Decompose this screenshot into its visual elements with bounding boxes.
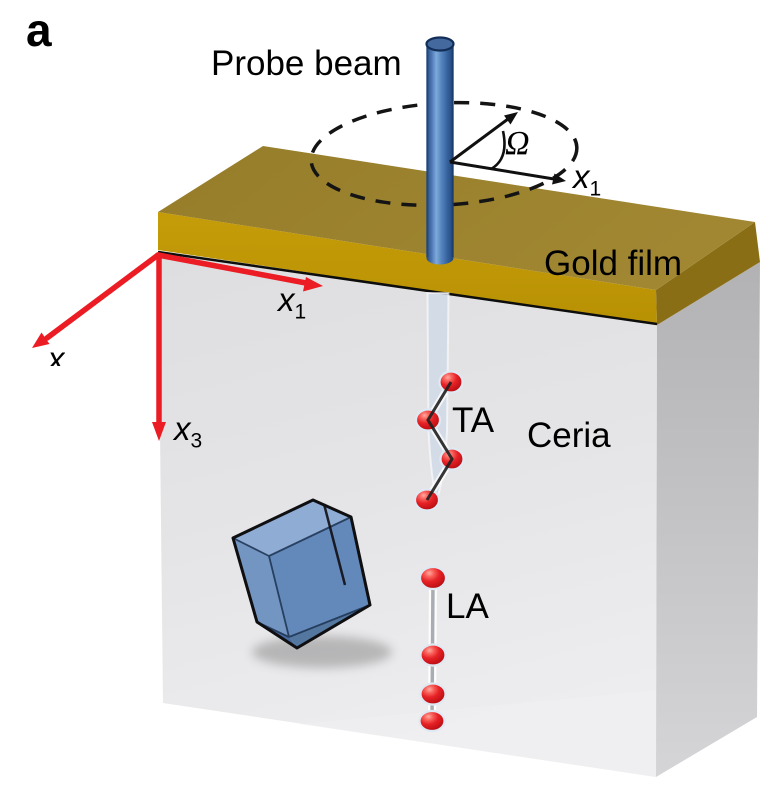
x1-surface-sub: 1 <box>589 177 602 201</box>
x3-axis-label: x3 <box>174 410 202 452</box>
x1-surface-base: x <box>573 158 590 195</box>
wavevector-arrow <box>449 117 509 164</box>
x3-axis-base: x <box>174 410 191 447</box>
ta-label: TA <box>452 401 495 440</box>
panel-label: a <box>26 4 52 56</box>
x1-surface-label: x1 <box>573 158 601 200</box>
x1-axis-label: x1 <box>278 281 306 323</box>
cube-front-face <box>269 517 370 637</box>
gold-film-front-face <box>158 212 657 325</box>
la-atom <box>418 565 448 591</box>
x1-axis-arrow <box>155 252 309 286</box>
ta-bond-line <box>425 381 454 501</box>
x2-axis-base: x <box>48 342 65 366</box>
x3-axis-sub: 3 <box>190 429 203 453</box>
x1-axis-base: x <box>278 281 295 318</box>
omega-angle-arc <box>490 130 506 171</box>
la-atom <box>418 709 446 733</box>
x2-axis-label-clipped: x <box>48 342 65 366</box>
x2-axis-arrow <box>44 252 161 341</box>
cube-shadow <box>252 636 392 668</box>
omega-label: Ω <box>505 125 530 162</box>
ceria-side-face <box>656 262 760 777</box>
gold-film-side-face <box>656 222 760 325</box>
x1-surface-arrow <box>449 160 555 181</box>
gold-ceria-interface-line <box>157 250 658 326</box>
probe-beam-cylinder <box>425 36 455 265</box>
la-atom <box>419 682 447 706</box>
la-phonon-chain <box>418 565 448 733</box>
ceria-label: Ceria <box>527 416 611 455</box>
cube-outline <box>231 498 372 650</box>
gold-film-label: Gold film <box>544 244 683 283</box>
la-atom <box>419 643 447 667</box>
x1-axis-sub: 1 <box>294 300 307 324</box>
la-label: LA <box>446 587 489 626</box>
cube-top-face <box>233 500 351 556</box>
cylinder-top-cap <box>425 36 455 52</box>
unit-cell-cube <box>231 498 392 668</box>
ceria-front-sheen <box>300 690 657 777</box>
gold-film-slab <box>157 146 760 326</box>
gold-film-top-face <box>158 146 755 290</box>
probe-beam-label: Probe beam <box>211 44 402 83</box>
ta-phonon-chain <box>413 370 465 512</box>
cube-left-face <box>233 538 289 637</box>
crystal-axes <box>32 252 323 441</box>
wavevector-construction <box>449 112 566 185</box>
ceria-block <box>158 253 760 777</box>
cube-back-edge <box>322 503 347 586</box>
